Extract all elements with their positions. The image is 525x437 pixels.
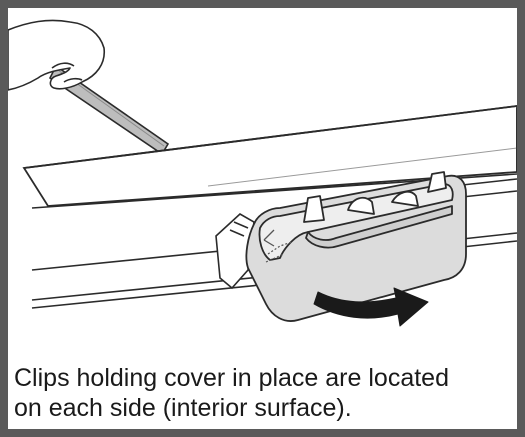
illustration <box>8 19 517 327</box>
clip-housing <box>245 171 467 322</box>
caption-line-2: on each side (interior surface). <box>14 394 352 422</box>
caption-line-1: Clips holding cover in place are located <box>14 364 449 392</box>
release-arrow-icon <box>313 287 429 327</box>
hand <box>8 19 106 91</box>
caption: Clips holding cover in place are located… <box>14 363 514 423</box>
